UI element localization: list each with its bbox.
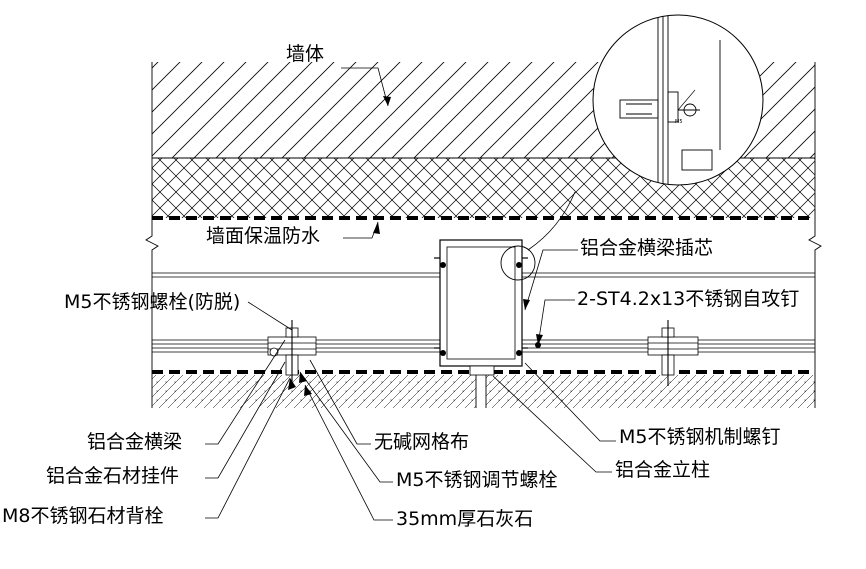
detail-mark: M5 bbox=[675, 119, 683, 125]
label-back-bolt: M8不锈钢石材背栓 bbox=[2, 505, 164, 527]
stone-hanger-left bbox=[267, 320, 317, 386]
label-beam-insert: 铝合金横梁插芯 bbox=[580, 237, 714, 259]
label-column: 铝合金立柱 bbox=[615, 459, 711, 481]
leader-lines bbox=[205, 67, 616, 521]
break-lines bbox=[145, 62, 822, 408]
detail-content bbox=[619, 15, 721, 185]
aluminum-column bbox=[434, 239, 528, 376]
label-limestone: 35mm厚石灰石 bbox=[396, 508, 534, 530]
label-bolt-antiloose: M5不锈钢螺栓(防脱) bbox=[64, 291, 241, 313]
label-beam: 铝合金横梁 bbox=[87, 431, 183, 453]
label-self-tapping-screw: 2-ST4.2x13不锈钢自攻钉 bbox=[577, 288, 800, 310]
detail-callout-circle bbox=[500, 245, 536, 281]
stone-slab-right bbox=[486, 375, 815, 408]
label-hanger: 铝合金石材挂件 bbox=[46, 465, 180, 487]
stone-hanger-right bbox=[647, 320, 699, 386]
label-machine-screw: M5不锈钢机制螺钉 bbox=[619, 426, 781, 448]
label-wall: 墙体 bbox=[286, 43, 325, 65]
column-screws bbox=[440, 262, 541, 356]
label-fiber-mesh: 无碱网格布 bbox=[374, 431, 470, 453]
label-insulation: 墙面保温防水 bbox=[206, 225, 321, 247]
label-adjust-bolt: M5不锈钢调节螺栓 bbox=[396, 469, 558, 491]
leader-arrows bbox=[288, 96, 543, 396]
